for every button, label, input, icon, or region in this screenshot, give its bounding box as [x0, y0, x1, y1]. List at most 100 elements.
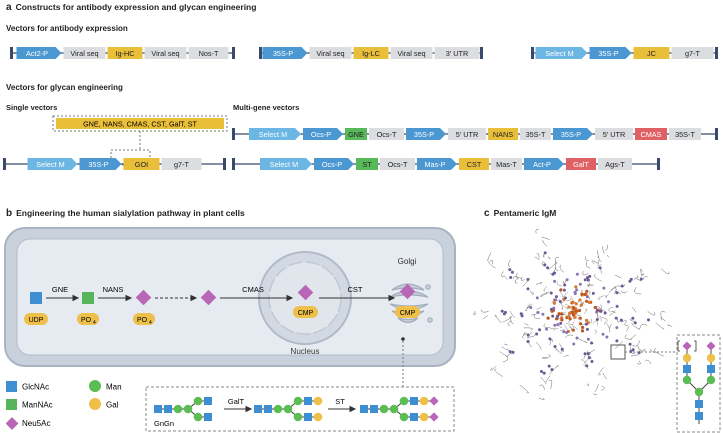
- fab-arm: [487, 252, 550, 298]
- construct-label: Act2-P: [26, 49, 48, 58]
- gene-element: [459, 158, 489, 170]
- glcnac-icon: [695, 412, 703, 420]
- border-right: [715, 128, 718, 140]
- terminator-element: [188, 47, 229, 59]
- construct-label: Ocs-T: [377, 130, 397, 139]
- border-left: [232, 128, 235, 140]
- panel-b-title-text: Engineering the human sialylation pathwa…: [16, 208, 245, 218]
- construct-label: Ags-T: [605, 160, 625, 169]
- fab-arm: [473, 303, 541, 326]
- glcnac-icon: [695, 400, 703, 408]
- glycan-vectors-heading: Vectors for glycan engineering: [6, 83, 123, 92]
- neu5ac-icon: [5, 417, 19, 430]
- fab-arm: [578, 338, 608, 396]
- construct-label: CMAS: [640, 130, 661, 139]
- nucleus-label: Nucleus: [291, 347, 320, 356]
- terminator-element: [63, 47, 106, 59]
- legend-mannac: ManNAc: [22, 401, 53, 410]
- terminator-element: [669, 128, 701, 140]
- promoter-element: [406, 128, 446, 140]
- construct-label: Ocs-P: [311, 130, 331, 139]
- mannac-icon: [6, 399, 17, 410]
- golgi-label: Golgi: [398, 257, 417, 266]
- construct-label: Select M: [259, 130, 287, 139]
- border-left: [259, 47, 262, 59]
- glcnac-icon: [154, 405, 162, 413]
- glcnac-icon: [370, 405, 378, 413]
- fab-arm: [534, 228, 567, 284]
- single-vectors-heading: Single vectors: [6, 103, 58, 112]
- man-icon: [682, 375, 692, 385]
- construct-label: Viral seq: [397, 49, 425, 58]
- terminator-element: [598, 158, 632, 170]
- man-icon: [293, 396, 303, 406]
- construct-label: Ocs-T: [388, 160, 408, 169]
- promoter-element: [314, 158, 354, 170]
- border-left: [232, 158, 235, 170]
- terminator-element: [390, 47, 433, 59]
- cmas-label: CMAS: [242, 285, 264, 294]
- construct-label: 35S-P: [561, 130, 581, 139]
- goi-list-text: GNE, NANS, CMAS, CST, GalT, ST: [83, 120, 197, 129]
- neu5ac-icon: [682, 341, 692, 351]
- glcnac-icon: [304, 397, 312, 405]
- terminator-element: [520, 128, 551, 140]
- cmp-badge-text: CMP: [400, 310, 416, 317]
- fab-arm: [490, 327, 542, 377]
- panel-a-title-text: Constructs for antibody expression and g…: [15, 2, 257, 12]
- construct-label: g7-T: [685, 49, 701, 58]
- terminator-element: [448, 128, 486, 140]
- border-right: [232, 47, 235, 59]
- construct-label: NANS: [493, 130, 513, 139]
- border-right: [715, 47, 718, 59]
- border-right: [480, 47, 483, 59]
- construct-label: Select M: [270, 160, 298, 169]
- construct-label: Viral seq: [151, 49, 179, 58]
- construct-label: JC: [647, 49, 656, 58]
- construct-label: Viral seq: [70, 49, 98, 58]
- construct-label: Ig-HC: [115, 49, 134, 58]
- construct-diagrams: GNE, NANS, CMAS, CST, GalT, ST Act2-P Vir…: [3, 47, 718, 170]
- selection-marker-element: [249, 128, 301, 140]
- man-icon: [293, 412, 303, 422]
- po4-subscript: 4: [93, 320, 96, 326]
- construct-label: Nos-T: [199, 49, 219, 58]
- construct-label: Act-P: [533, 160, 551, 169]
- terminator-element: [491, 158, 522, 170]
- nans-label: NANS: [103, 285, 124, 294]
- legend-man: Man: [106, 383, 122, 392]
- gene-element: [635, 128, 667, 140]
- border-right: [223, 158, 226, 170]
- galt-label: GalT: [228, 397, 245, 406]
- glcnac-icon: [254, 405, 262, 413]
- neu5ac-icon: [429, 396, 439, 406]
- construct-label: 35S-P: [414, 130, 434, 139]
- gene-element: [345, 128, 367, 140]
- glcnac-icon: [410, 413, 418, 421]
- terminator-element: [144, 47, 187, 59]
- gal-icon: [419, 412, 429, 422]
- gal-icon: [89, 398, 101, 410]
- legend-neu5ac: Neu5Ac: [22, 419, 50, 428]
- glcnac-icon: [683, 365, 691, 373]
- man-icon: [389, 404, 399, 414]
- glcnac-icon: [6, 381, 17, 392]
- legend-glcnac: GlcNAc: [22, 383, 49, 392]
- udp-badge-text: UDP: [29, 317, 44, 324]
- man-icon: [193, 412, 203, 422]
- construct-label: GalT: [573, 160, 589, 169]
- construct-label: Mas-T: [496, 160, 517, 169]
- glycan-site-box: [610, 344, 626, 360]
- panel-b-letter: b: [6, 208, 13, 219]
- plant-cell-cytoplasm: [16, 238, 444, 356]
- fab-arm: [519, 334, 574, 400]
- construct-label: Ocs-P: [322, 160, 342, 169]
- fab-arm: [582, 244, 610, 287]
- terminator-element: [380, 158, 415, 170]
- gal-icon: [706, 353, 716, 363]
- st-label: ST: [335, 397, 345, 406]
- man-icon: [379, 404, 389, 414]
